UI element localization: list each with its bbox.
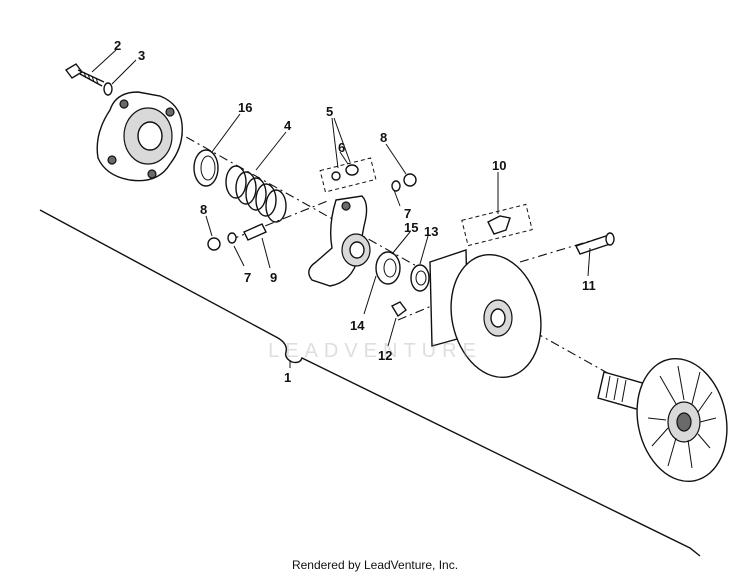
callout-8-lower: 8 (200, 202, 207, 217)
small-bushing-part (345, 164, 359, 176)
long-bolt-part (575, 232, 615, 255)
spider-arm-part (308, 195, 371, 287)
bolt-part (64, 63, 105, 87)
pin-part (243, 223, 267, 241)
watermark-text: LEADVENTURE (268, 340, 482, 362)
callout-6: 6 (338, 140, 345, 155)
ring-part (193, 149, 219, 187)
callout-4: 4 (284, 118, 292, 133)
callout-8-upper: 8 (380, 130, 387, 145)
callout-7-upper: 7 (404, 206, 411, 221)
callout-14: 14 (350, 318, 365, 333)
footer-credit: Rendered by LeadVenture, Inc. (291, 558, 459, 572)
cap-screw-lower-part (207, 237, 221, 251)
callout-11: 11 (582, 278, 596, 293)
leader-lines (91, 49, 591, 368)
bushing-13-part (410, 264, 430, 292)
callout-13: 13 (424, 224, 438, 239)
callout-12: 12 (378, 348, 392, 363)
fixed-sheave-part (597, 357, 728, 483)
secondary-axis-left (229, 199, 331, 241)
callout-3: 3 (138, 48, 145, 63)
washer-part (103, 82, 113, 96)
movable-sheave-part (429, 249, 542, 379)
spring-part (225, 165, 287, 223)
parts-box-10 (461, 203, 533, 247)
washer-lower-part (227, 232, 237, 244)
parts-box-5-6 (319, 157, 377, 193)
callout-16: 16 (238, 100, 252, 115)
assembly-bracket-line (39, 209, 701, 557)
bushing-15-part (375, 251, 401, 285)
callout-1: 1 (284, 370, 291, 385)
small-nut-part (331, 171, 341, 181)
cap-screw-upper-part (403, 173, 417, 187)
center-axis (119, 99, 621, 381)
pin-axis (519, 237, 601, 263)
grease-fitting-part (391, 301, 407, 318)
washer-upper-part (391, 180, 401, 192)
callout-7-lower: 7 (244, 270, 251, 285)
callout-9: 9 (270, 270, 277, 285)
callout-10: 10 (492, 158, 506, 173)
callout-2: 2 (114, 38, 121, 53)
callout-15: 15 (404, 220, 418, 235)
clip-part (487, 215, 511, 235)
callout-5: 5 (326, 104, 333, 119)
cover-plate-part (96, 91, 183, 182)
